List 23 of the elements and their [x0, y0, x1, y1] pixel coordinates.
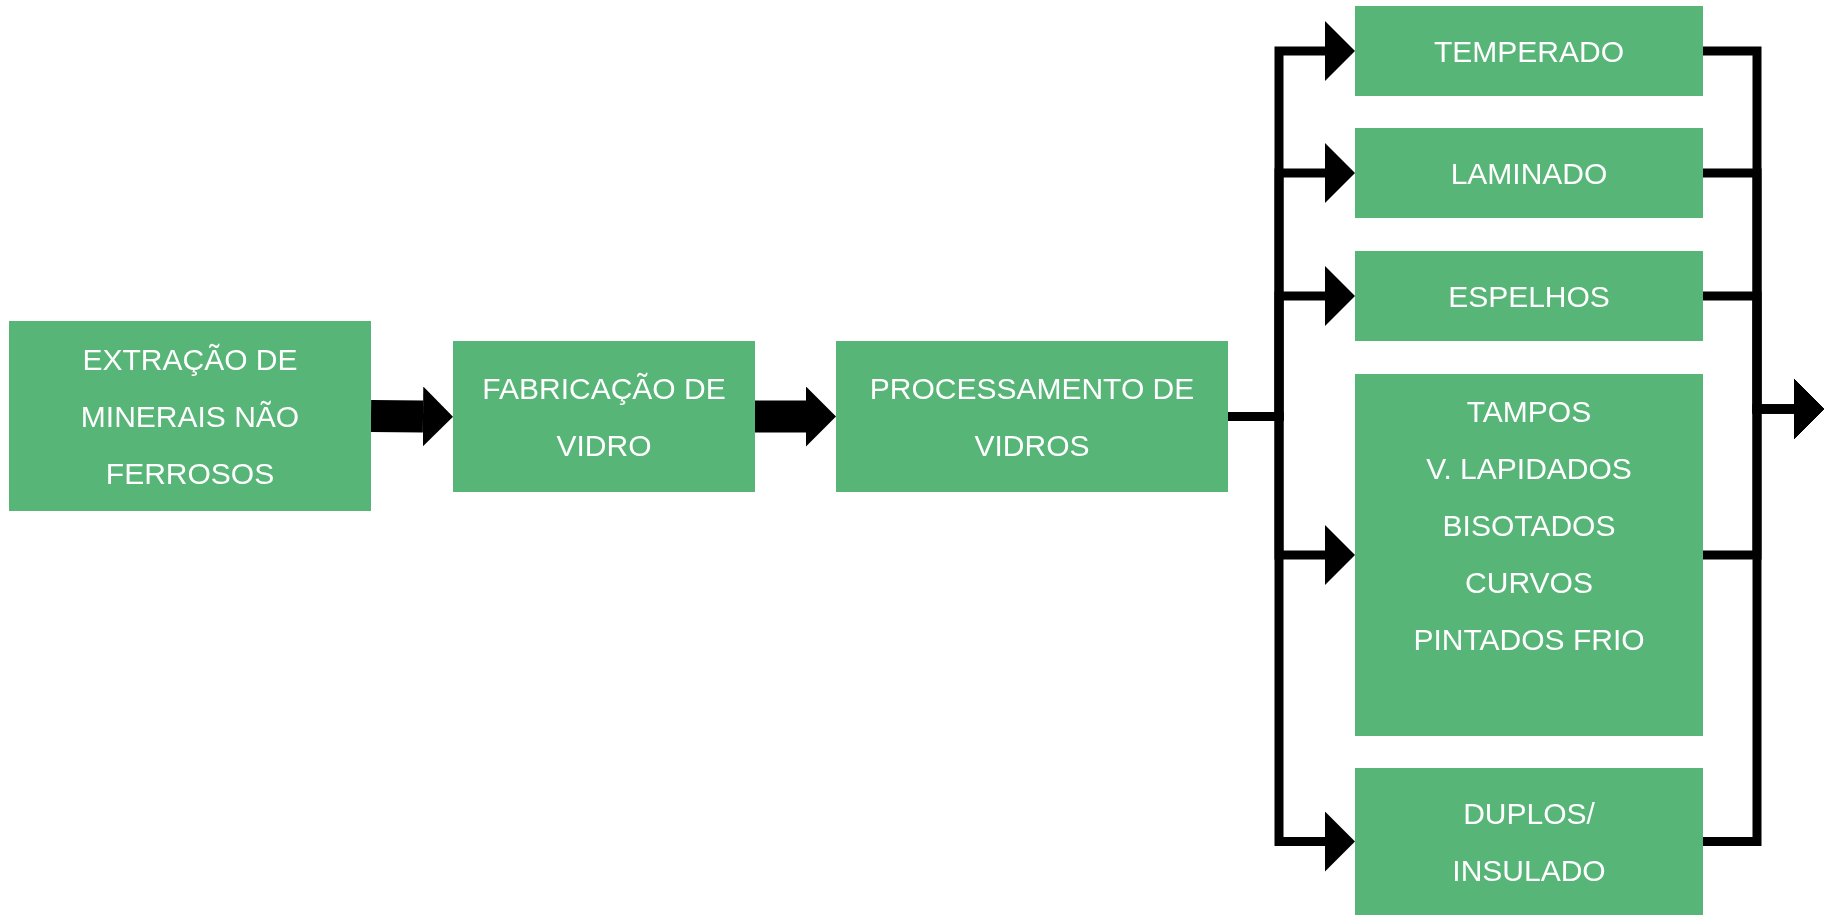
box-label: CURVOS	[1465, 564, 1593, 601]
box-label: V. LAPIDADOS	[1426, 450, 1632, 487]
box-label: DUPLOS/ INSULADO	[1451, 795, 1607, 889]
process-box	[9, 321, 371, 511]
arrow	[755, 386, 836, 447]
process-box	[836, 341, 1228, 492]
box-label: PROCESSAMENTO DE VIDROS	[868, 370, 1196, 464]
process-box	[1355, 768, 1703, 915]
process-box	[453, 341, 755, 492]
box-label: PINTADOS FRIO	[1413, 621, 1645, 658]
box-label: EXTRAÇÃO DE MINERAIS NÃO FERROSOS	[79, 341, 301, 492]
arrow	[370, 386, 453, 447]
process-box	[1355, 6, 1703, 96]
box-label: FABRICAÇÃO DE VIDRO	[481, 370, 727, 464]
box-label: TEMPERADO	[1434, 33, 1624, 70]
arrow	[1703, 379, 1824, 846]
process-box	[1355, 251, 1703, 341]
process-box	[1355, 374, 1703, 736]
box-label: TAMPOS	[1466, 393, 1592, 430]
process-box	[1355, 128, 1703, 218]
box-label: LAMINADO	[1450, 155, 1608, 192]
box-label: ESPELHOS	[1448, 278, 1610, 315]
box-label: BISOTADOS	[1442, 507, 1616, 544]
